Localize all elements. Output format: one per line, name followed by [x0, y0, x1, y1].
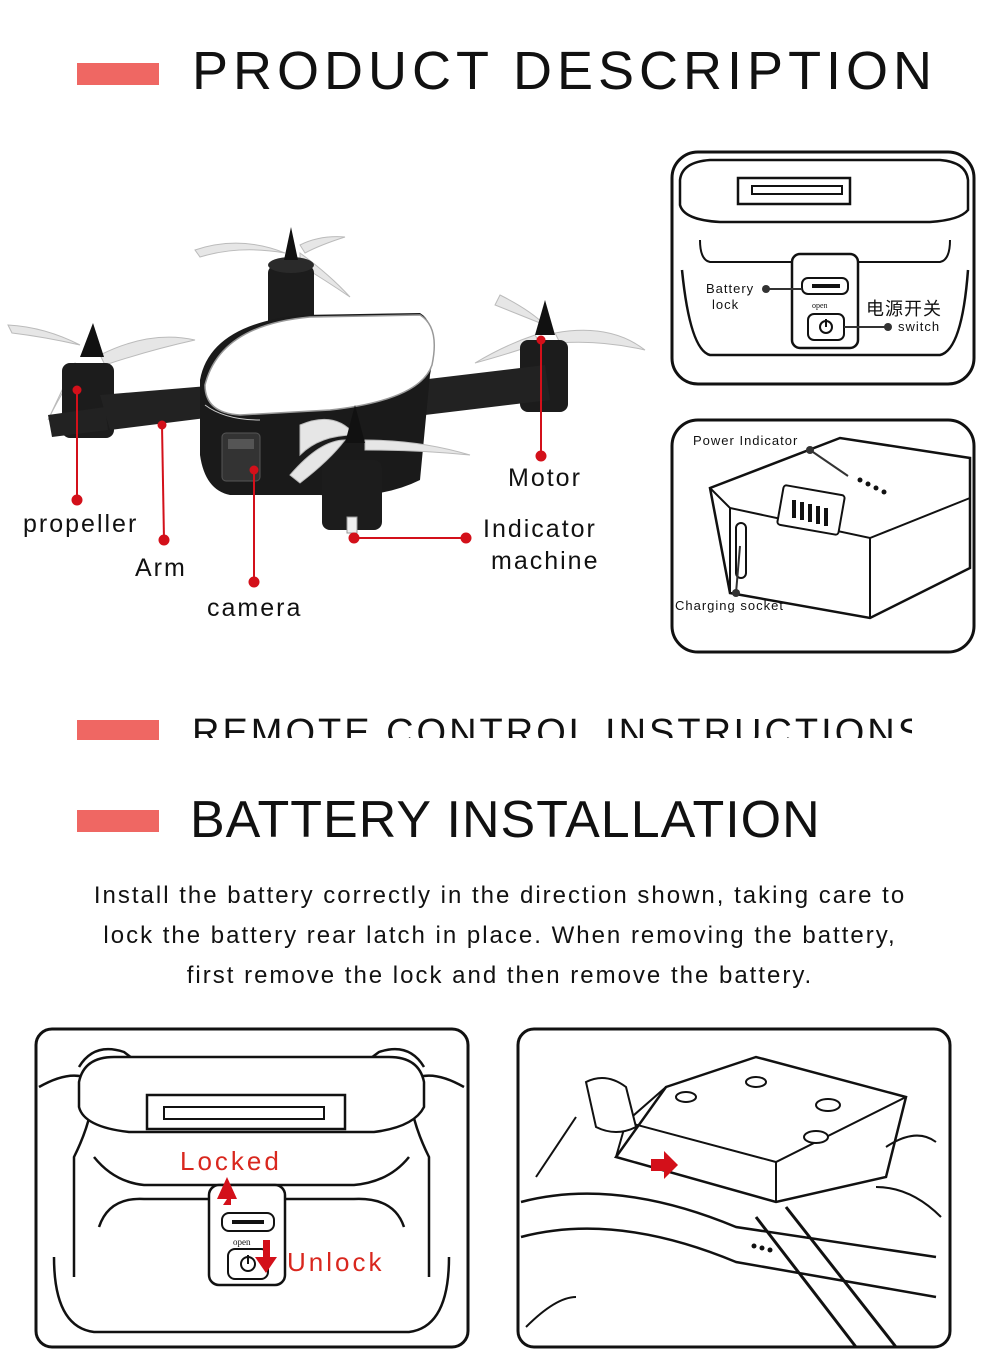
battery-slide-in-panel [516, 1027, 952, 1349]
propeller-label: propeller [23, 510, 139, 538]
charging-socket-label: Charging socket [675, 598, 784, 613]
switch-label: switch [898, 319, 941, 334]
drone-callouts [71, 335, 547, 588]
battery-installation-title: BATTERY INSTALLATION [190, 791, 821, 849]
battery-lock-label-line1: Battery [706, 281, 755, 296]
battery-description-line2: lock the battery rear latch in place. Wh… [103, 922, 897, 949]
indicator-label-line2: machine [491, 547, 600, 575]
indicator-label-line1: Indicator [483, 515, 597, 543]
locked-label: Locked [180, 1146, 282, 1176]
motor-label: Motor [508, 464, 582, 492]
open-label: open [812, 301, 828, 310]
power-switch-cn-label: 电源开关 [866, 299, 942, 319]
drone-illustration [7, 227, 646, 534]
install-open-label: open [233, 1237, 251, 1247]
battery-lock-panel [670, 150, 976, 386]
section-accent-bar [77, 63, 159, 85]
battery-panel [670, 418, 976, 654]
battery-description-line3: first remove the lock and then remove th… [186, 962, 814, 989]
remote-control-title: REMOTE CONTROL INSTRUCTIONS [192, 712, 912, 738]
battery-description-line1: Install the battery correctly in the dir… [93, 882, 907, 909]
product-description-title: PRODUCT DESCRIPTION [192, 41, 938, 101]
power-indicator-label: Power Indicator [693, 433, 799, 448]
arm-label: Arm [135, 554, 187, 582]
battery-lock-install-panel [34, 1027, 470, 1349]
unlock-label: Unlock [287, 1247, 385, 1277]
section-accent-bar [77, 720, 159, 740]
remote-title-clip: REMOTE CONTROL INSTRUCTIONS [192, 706, 912, 738]
camera-label: camera [207, 594, 303, 622]
battery-lock-label-line2: lock [712, 297, 740, 312]
section-accent-bar [77, 810, 159, 832]
